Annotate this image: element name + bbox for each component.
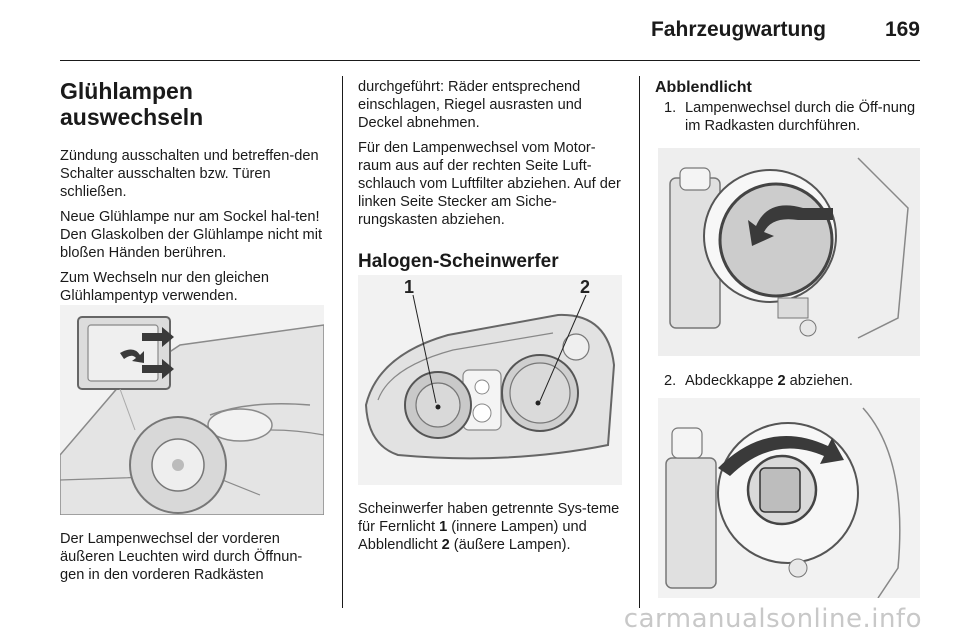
step-number: 2.	[664, 373, 677, 389]
reference-1: 1	[439, 519, 448, 535]
page-header: Fahrzeugwartung 169	[60, 14, 920, 61]
column-2-bottom: Scheinwerfer haben getrennte Sys-teme fü…	[358, 500, 624, 561]
heading-halogen: Halogen-Scheinwerfer	[358, 251, 559, 272]
text-fragment: (äußere Lampen).	[449, 537, 571, 553]
step-text: Lampenwechsel durch die Öff-nung im Radk…	[685, 100, 916, 134]
section-title: Fahrzeugwartung	[650, 18, 826, 41]
column-3-step-2: 2. Abdeckkappe 2 abziehen.	[655, 372, 923, 390]
text-fragment: Scheinwerfer haben getrennte Sys-teme fü…	[358, 501, 620, 535]
column-3: Abblendlicht 1. Lampenwechsel durch die …	[655, 78, 923, 135]
callout-2: 2	[580, 277, 590, 297]
page-number: 169	[884, 18, 920, 41]
text-fragment: Abdeckkappe	[685, 373, 778, 389]
column-1: Glühlampen auswechseln Zündung ausschalt…	[60, 78, 326, 312]
paragraph-2: Neue Glühlampe nur am Sockel hal-ten! De…	[60, 209, 323, 261]
paragraph-3: Zum Wechseln nur den gleichen Glühlampen…	[60, 270, 270, 304]
step-text: Abdeckkappe 2 abziehen.	[685, 372, 853, 390]
reference-2: 2	[441, 537, 450, 553]
column-1-bottom: Der Lampenwechsel der vorderen äußeren L…	[60, 530, 326, 591]
text-fragment: abziehen.	[785, 373, 853, 389]
paragraph-6: Für den Lampenwechsel vom Motor-raum aus…	[358, 140, 621, 228]
cap-removal-illustration	[658, 398, 920, 599]
text-fragment: (innere Lampen) und Abblendlicht	[358, 519, 587, 553]
paragraph-4: Der Lampenwechsel der vorderen äußeren L…	[60, 531, 303, 583]
low-beam-access-illustration	[658, 148, 920, 356]
paragraph-1: Zündung ausschalten und betreffen-den Sc…	[60, 148, 319, 200]
reference-2: 2	[777, 373, 786, 389]
heading-gluehlampen: Glühlampen auswechseln	[60, 78, 204, 130]
watermark: carmanualsonline.info	[623, 604, 922, 634]
step-2: 2. Abdeckkappe 2 abziehen.	[664, 372, 923, 390]
step-1: 1. Lampenwechsel durch die Öff-nung im R…	[664, 99, 923, 135]
column-divider-1	[342, 76, 344, 608]
column-divider-2	[639, 76, 641, 608]
paragraph-5: durchgeführt: Räder entsprechend einschl…	[358, 79, 582, 131]
heading-abblendlicht: Abblendlicht	[655, 79, 752, 96]
car-wheelhouse-illustration	[59, 305, 325, 516]
column-2: durchgeführt: Räder entsprechend einschl…	[358, 78, 624, 286]
paragraph-7: Scheinwerfer haben getrennte Sys-teme fü…	[358, 500, 624, 554]
step-number: 1.	[664, 100, 677, 116]
headlamp-illustration: 1 2	[358, 275, 622, 485]
callout-1: 1	[404, 277, 414, 297]
